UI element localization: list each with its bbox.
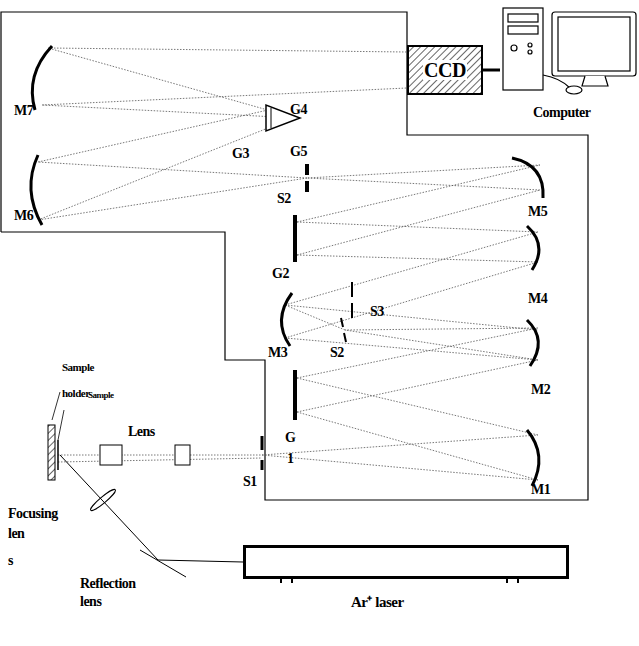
part-label: G2 — [272, 267, 289, 281]
part-label: 1 — [287, 452, 294, 466]
component-label: CCD — [423, 60, 467, 80]
part-label: Sample — [62, 362, 94, 373]
part-label: S1 — [243, 475, 257, 489]
part-label: Sample — [88, 391, 114, 400]
laser-beam — [60, 455, 243, 562]
sample-holder — [48, 425, 55, 480]
component-box: Ar⁺ laser — [243, 545, 569, 579]
part-label: G3 — [232, 147, 249, 161]
part-label: Focusing — [8, 507, 58, 521]
reflection-lens — [140, 550, 186, 577]
spectrometer-housing — [1, 12, 588, 500]
part-label: holder — [62, 388, 90, 399]
component-box: Computer — [500, 4, 638, 128]
light-rays — [38, 48, 540, 480]
ccd-hatch — [407, 45, 483, 95]
part-label: M2 — [531, 383, 550, 397]
part-label: M7 — [14, 104, 33, 118]
part-label: s — [8, 554, 13, 568]
part-label: G — [285, 431, 295, 445]
focusing-lens — [89, 487, 117, 512]
lens — [175, 445, 190, 465]
computer-icon — [503, 8, 636, 94]
part-label: Lens — [128, 425, 155, 439]
part-label: M6 — [14, 209, 33, 223]
part-label: S2 — [330, 346, 344, 360]
lens — [100, 445, 122, 465]
part-label: M4 — [528, 292, 547, 306]
part-label: Reflection — [80, 577, 136, 591]
part-label: G5 — [290, 145, 307, 159]
part-label: S2 — [277, 192, 291, 206]
part-label: S3 — [370, 305, 384, 319]
part-label: M1 — [531, 483, 550, 497]
component-box: CCD — [407, 45, 483, 95]
part-label: len — [8, 527, 24, 541]
part-label: M3 — [268, 346, 287, 360]
cable — [483, 70, 500, 71]
part-label: M5 — [528, 205, 547, 219]
component-label: Ar⁺ laser — [351, 595, 404, 610]
gratings-slits — [262, 164, 352, 470]
part-label: lens — [80, 595, 101, 609]
part-label: G4 — [290, 103, 307, 117]
component-label: Computer — [533, 106, 590, 120]
mirrors — [31, 46, 543, 486]
